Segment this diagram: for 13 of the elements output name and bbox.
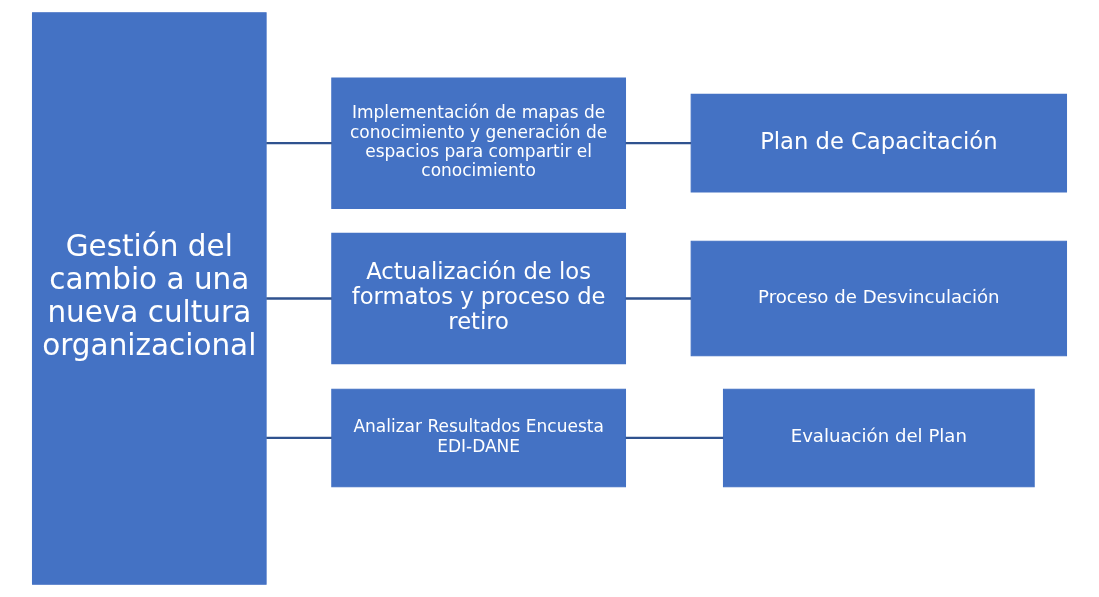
connector: [266, 436, 332, 440]
node-box: Actualización de los formatos y proceso de retiro: [331, 232, 627, 365]
node-box: Evaluación del Plan: [722, 388, 1035, 488]
connector: [625, 297, 692, 300]
node-box: Proceso de Desvinculación: [690, 240, 1068, 357]
connector: [266, 142, 332, 145]
node-box: Gestión del cambio a una nueva cultura organizacional: [31, 12, 267, 585]
connector: [625, 436, 724, 440]
node-box: Implementación de mapas de conocimiento y generación de espacios para compartir el conocimiento: [331, 77, 627, 209]
node-box: Plan de Capacitación: [690, 93, 1068, 193]
connector: [625, 142, 692, 145]
node-box: Analizar Resultados Encuesta EDI-DANE: [331, 388, 627, 488]
connector: [266, 297, 332, 300]
